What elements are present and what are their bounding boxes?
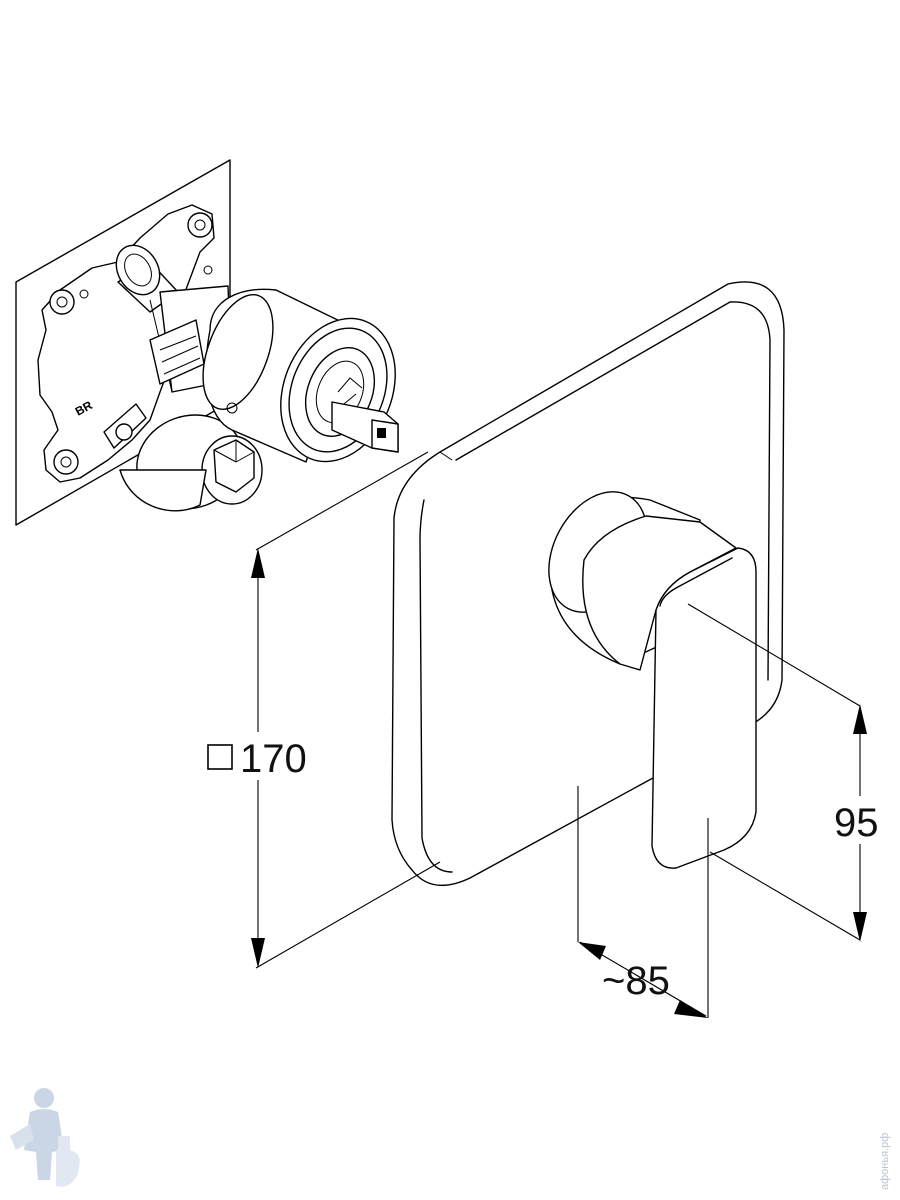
mixer-lever-handle	[548, 491, 757, 869]
cartridge-assembly	[202, 288, 399, 463]
mounting-ear-left	[49, 289, 75, 315]
dimension-85: ~85	[577, 786, 709, 1018]
watermark-text: афонья.рф	[879, 1133, 891, 1190]
concealed-installation-body: BR	[15, 159, 263, 526]
dimension-170: 170	[207, 451, 441, 969]
dimension-95: 95	[687, 603, 892, 942]
mounting-ear-bottom	[53, 449, 79, 475]
mounting-ear-top	[187, 212, 213, 238]
dimension-170-label: 170	[240, 737, 307, 781]
dimension-85-label: ~85	[602, 959, 670, 1003]
dimension-95-label: 95	[834, 801, 879, 845]
plumber-mascot-icon	[10, 1088, 80, 1187]
valve-body	[37, 204, 215, 483]
square-symbol-icon	[207, 744, 233, 770]
